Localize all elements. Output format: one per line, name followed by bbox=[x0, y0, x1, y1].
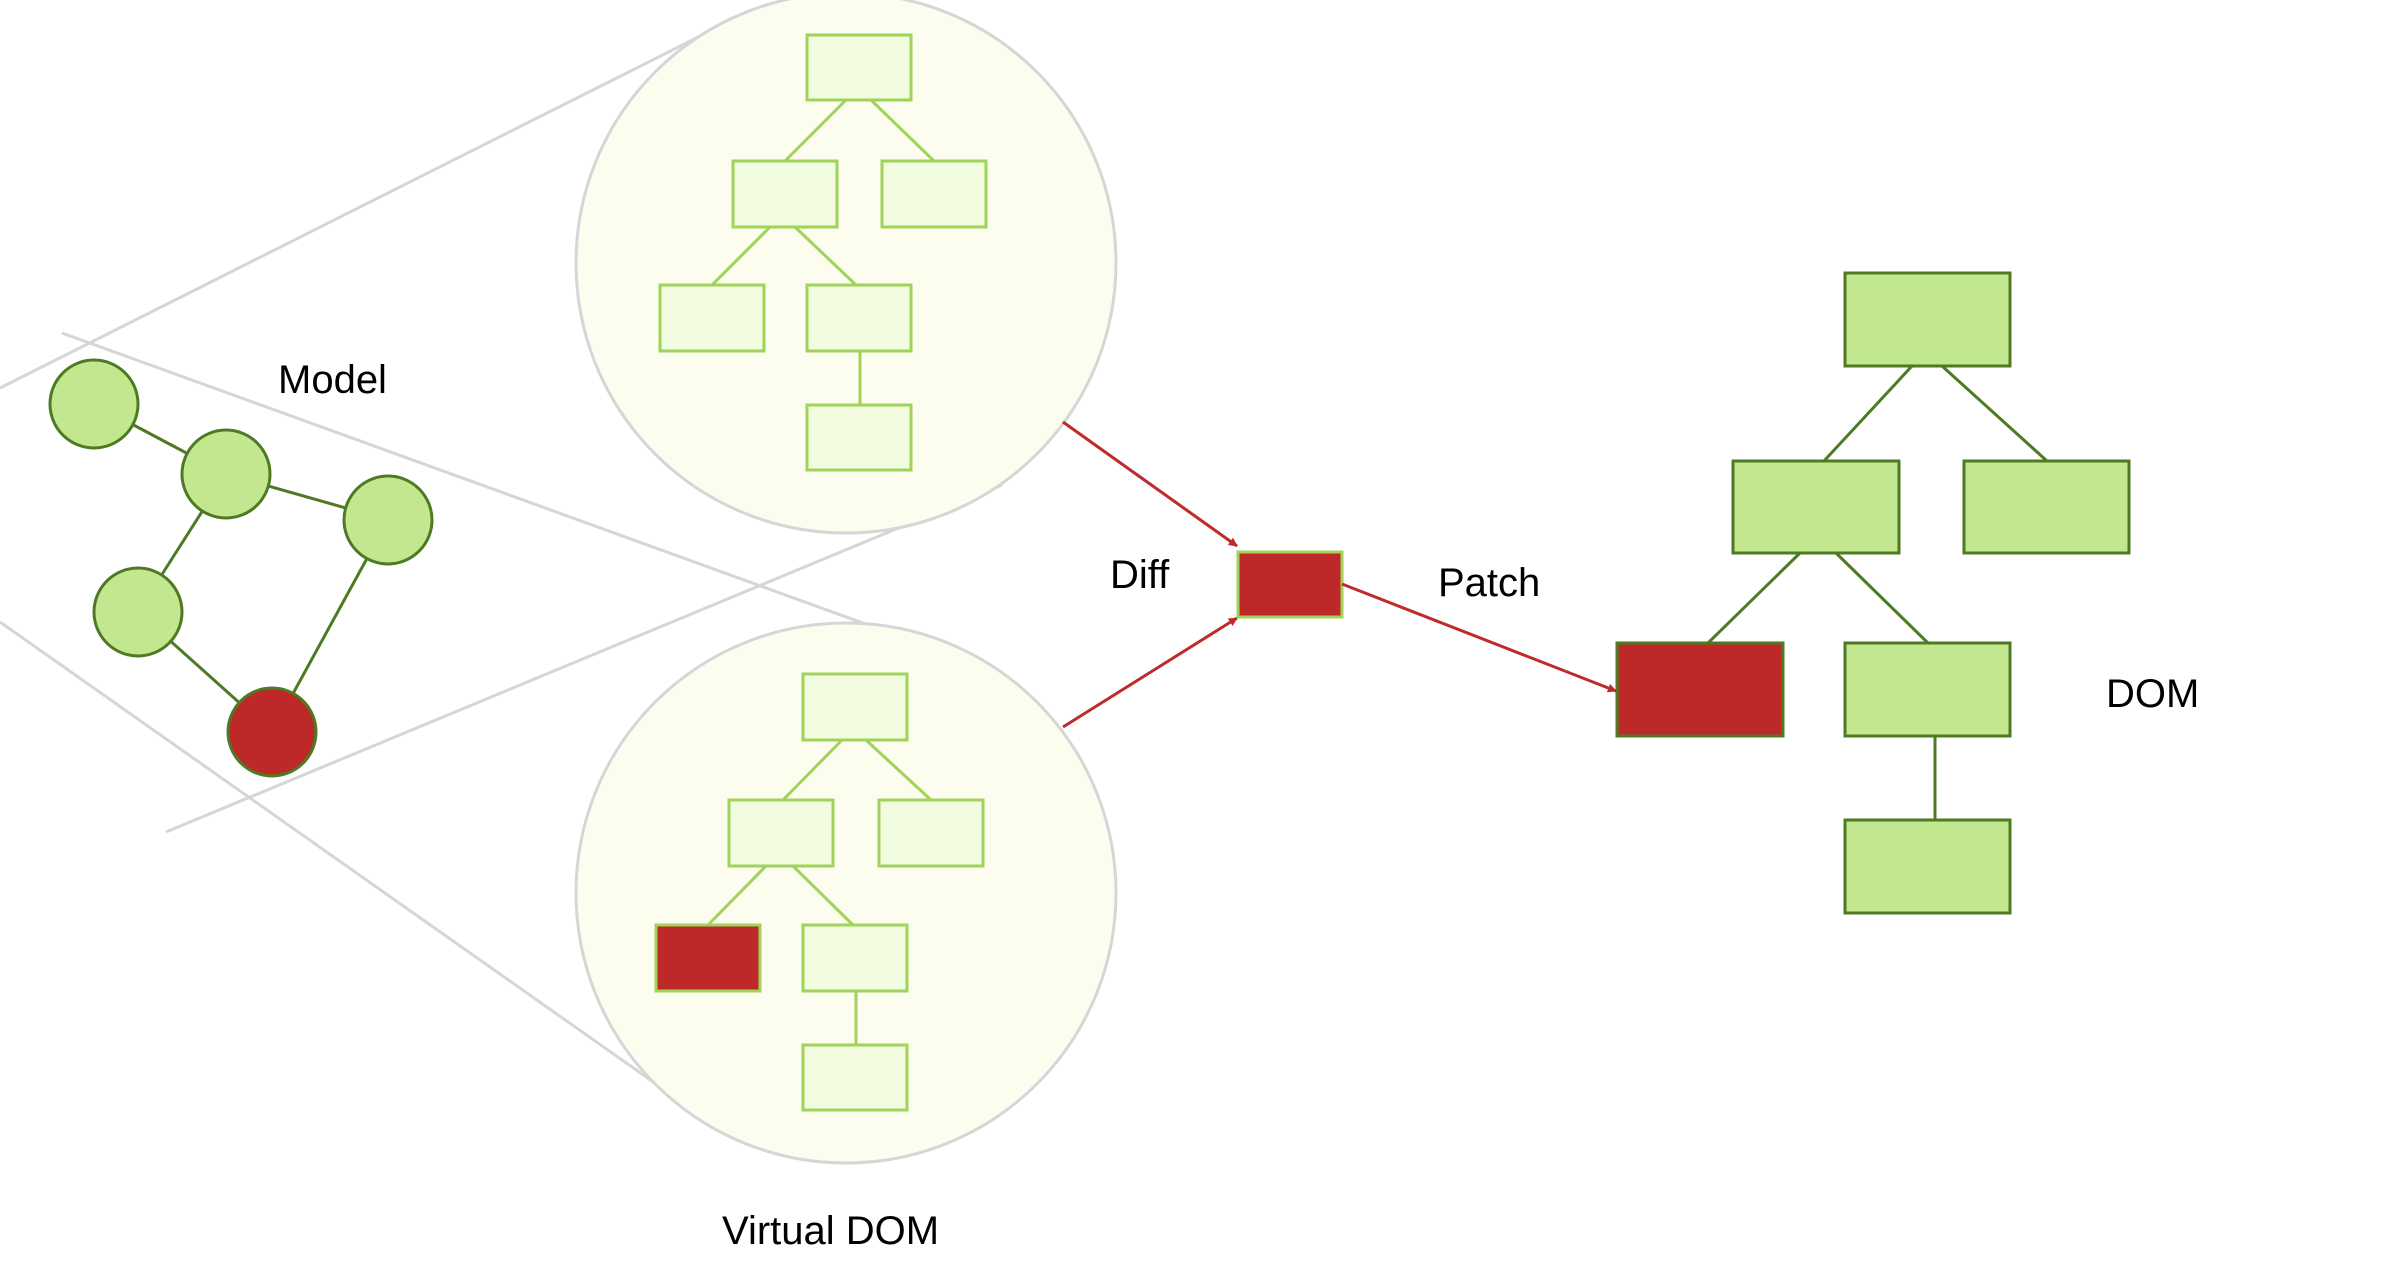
projection-lines bbox=[0, 10, 1003, 1138]
vdom-node bbox=[658, 283, 766, 353]
model-node-changed bbox=[226, 686, 318, 778]
vdom-bubble bbox=[574, 621, 1118, 1165]
vdom-edge bbox=[710, 225, 772, 287]
dom-node bbox=[1731, 459, 1901, 555]
dom-node bbox=[1843, 818, 2012, 915]
patch-node bbox=[1236, 550, 1344, 619]
vdom-edge bbox=[793, 225, 858, 287]
vdom-edges bbox=[710, 98, 936, 405]
dom-node-changed bbox=[1615, 641, 1785, 738]
dom-node bbox=[1843, 271, 2012, 368]
projection-line-bottom-lower bbox=[0, 620, 731, 1138]
diff-arrow-from-previous bbox=[1062, 420, 1238, 548]
projection-line-top-upper bbox=[0, 10, 749, 390]
vdom-edge bbox=[706, 864, 768, 927]
vdom-new-tree: Virtual DOM bbox=[574, 621, 1118, 1253]
vdom-edge bbox=[864, 738, 933, 802]
model-label: Model bbox=[278, 358, 387, 402]
vdom-edge bbox=[869, 98, 936, 163]
vdom-edge bbox=[791, 864, 855, 927]
vdom-node bbox=[805, 403, 913, 472]
model-node bbox=[342, 474, 434, 566]
dom-label: DOM bbox=[2106, 672, 2199, 716]
diff-arrow-from-new bbox=[1062, 616, 1238, 729]
dom-tree: DOM bbox=[1615, 271, 2199, 915]
dom-node bbox=[1843, 641, 2012, 738]
projection-line-bottom-upper bbox=[165, 483, 1003, 834]
dom-edge bbox=[1940, 364, 2049, 463]
model-node bbox=[92, 566, 184, 658]
vdom-node bbox=[880, 159, 988, 229]
dom-node bbox=[1962, 459, 2131, 555]
vdom-node bbox=[731, 159, 839, 229]
vdom-edge bbox=[781, 738, 844, 802]
vdom-node-changed bbox=[654, 923, 762, 993]
dom-edge bbox=[1834, 551, 1930, 645]
vdom-node bbox=[801, 672, 909, 742]
vdom-node bbox=[805, 283, 913, 353]
dom-edge bbox=[1822, 364, 1914, 463]
model-graph: Model bbox=[48, 358, 434, 778]
patch-arrow bbox=[1341, 582, 1617, 693]
vdom-node bbox=[805, 33, 913, 102]
model-node bbox=[180, 428, 272, 520]
vdom-edges bbox=[706, 738, 933, 1045]
vdom-bubble bbox=[574, 0, 1118, 535]
vdom-node bbox=[801, 1043, 909, 1112]
vdom-previous-tree bbox=[574, 0, 1118, 535]
model-node bbox=[48, 358, 140, 450]
diff-label: Diff bbox=[1110, 553, 1170, 597]
diff-section: Diff Patch bbox=[1062, 420, 1617, 729]
patch-label: Patch bbox=[1438, 561, 1540, 605]
vdom-node bbox=[727, 798, 835, 868]
dom-edge bbox=[1706, 551, 1802, 645]
vdom-edge bbox=[783, 98, 848, 163]
vdom-node bbox=[801, 923, 909, 993]
projection-line-top-lower bbox=[61, 331, 919, 645]
vdom-node bbox=[877, 798, 985, 868]
dom-edges bbox=[1706, 364, 2049, 820]
virtual-dom-label: Virtual DOM bbox=[722, 1209, 939, 1253]
